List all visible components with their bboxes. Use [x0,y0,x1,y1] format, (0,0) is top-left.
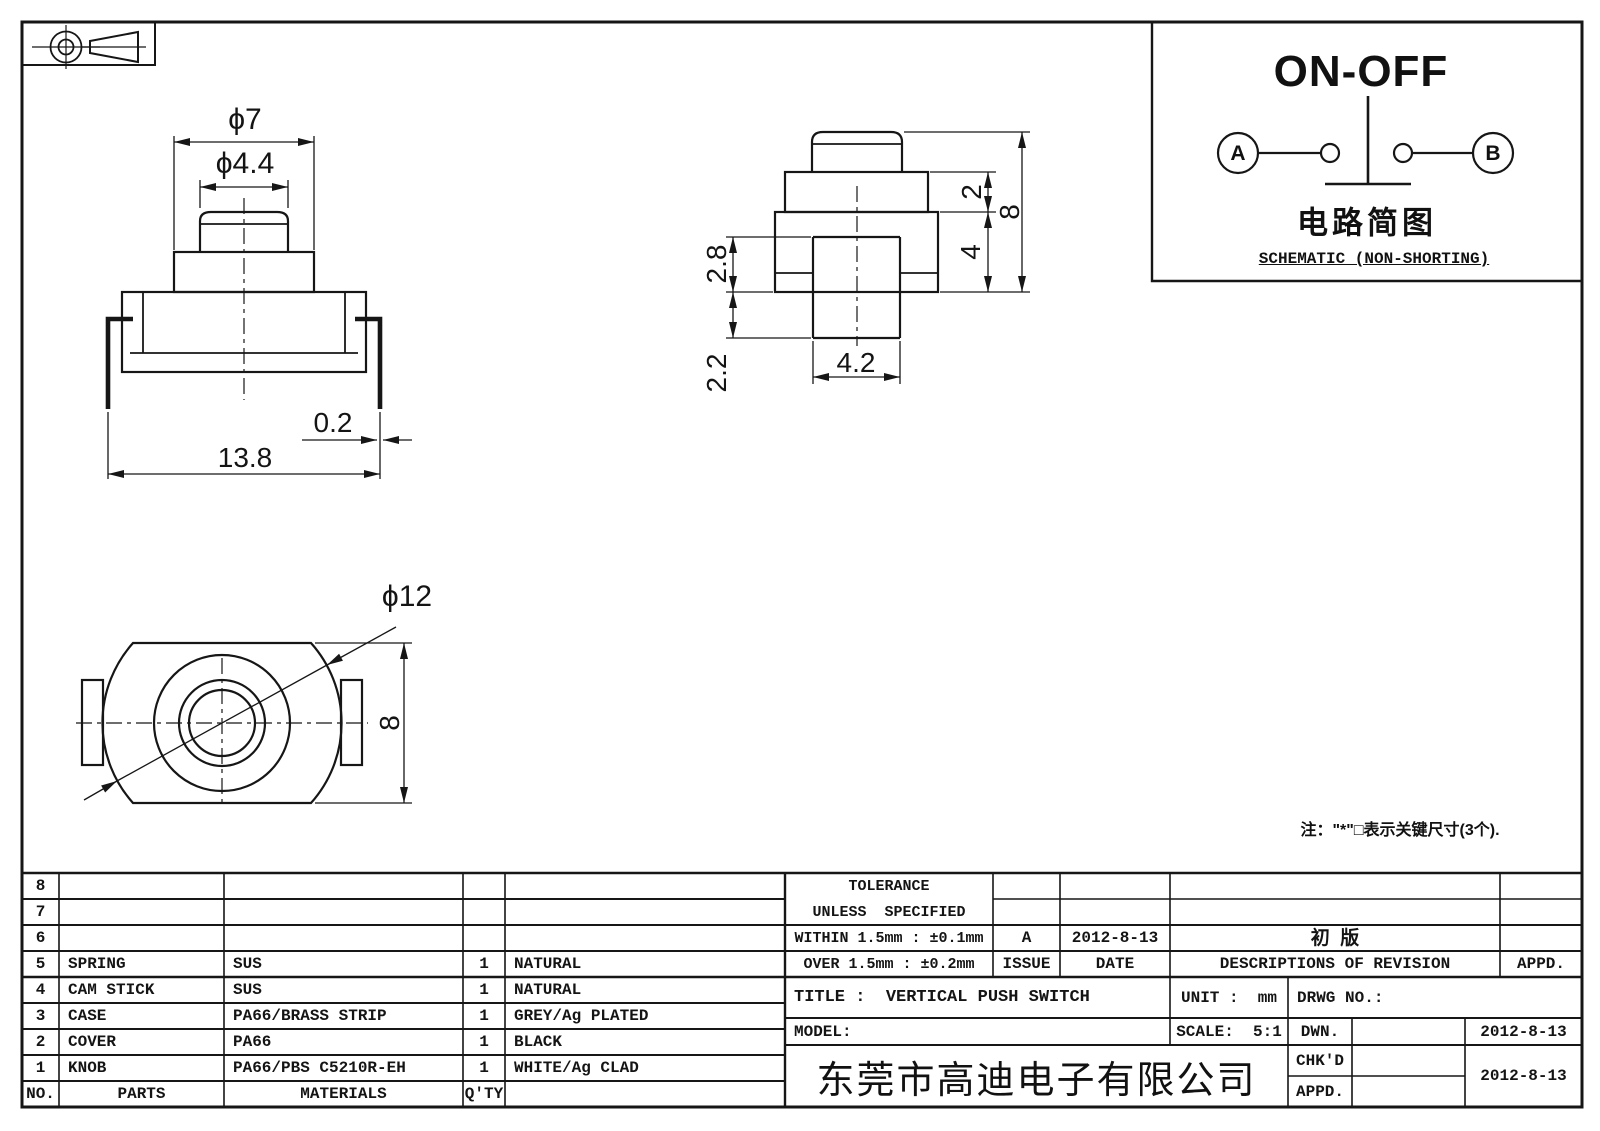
table-row-part [59,925,224,951]
appd-label: APPD. [1295,1082,1344,1101]
dim-front-138: 13.8 [217,442,273,473]
dim-front-dia44: ϕ4.4 [215,147,275,180]
unit-field: UNIT : mm [1180,988,1277,1007]
table-header-qty: Q'TY [464,1085,504,1103]
chkd-date: 2012-8-13 [1480,1067,1567,1085]
table-row-finish: NATURAL [514,955,582,973]
schematic-title: ON-OFF [1273,47,1449,96]
dim-top-8: 8 [374,715,405,731]
table-row-finish: WHITE/Ag CLAD [514,1059,639,1077]
schematic-caption-en: SCHEMATIC (NON-SHORTING) [1258,250,1490,268]
key-dimension-note: 注："*"□表示关键尺寸(3个). [1300,822,1500,839]
table-row-qty: 1 [479,1059,489,1077]
terminal-b-label: B [1485,142,1501,165]
table-row-material: SUS [233,955,262,973]
table-row-qty [463,925,505,951]
contact-left-circle [1319,142,1341,164]
dim-side-2: 2 [956,184,987,200]
projection-symbol-icon [22,22,156,69]
table-row-part [59,873,224,899]
table-row-finish [505,873,785,899]
revision-desc-value: 初 版 [1310,927,1360,949]
revision-issue-value: A [1021,929,1032,947]
table-row-qty: 1 [479,1007,489,1025]
table-row-no: 7 [35,903,46,921]
chkd-label: CHK'D [1295,1051,1344,1070]
table-row-finish [505,899,785,925]
table-row-finish [505,925,785,951]
dim-top-dia12: ϕ12 [381,580,433,613]
dim-side-4: 4 [955,244,986,260]
table-row-no: 1 [35,1059,46,1077]
table-row-part [59,899,224,925]
contact-right-circle [1392,142,1414,164]
table-row-material [224,873,463,899]
dim-side-8: 8 [994,204,1025,220]
table-row-material: PA66/PBS C5210R-EH [233,1059,406,1077]
table-row-finish: NATURAL [514,981,582,999]
table-header-no: NO. [26,1085,55,1103]
schematic-caption-cn: 电路简图 [1297,205,1437,241]
company-name: 东莞市高迪电子有限公司 [816,1059,1257,1102]
revision-desc-label: DESCRIPTIONS OF REVISION [1219,955,1451,973]
table-row-material: PA66/BRASS STRIP [233,1007,387,1025]
table-row-qty [463,899,505,925]
table-row-qty [463,873,505,899]
dim-side-28: 2.8 [701,244,732,284]
table-row-no: 5 [35,955,46,973]
table-header-parts: PARTS [117,1085,166,1103]
table-row-part: SPRING [68,955,126,973]
table-row-finish: BLACK [514,1033,563,1051]
pin-left [105,316,133,409]
dwn-label: DWN. [1300,1022,1340,1041]
dim-side-42: 4.2 [836,347,876,378]
table-row-part: KNOB [68,1059,107,1077]
revision-date-label: DATE [1095,955,1135,973]
title-field: TITLE : VERTICAL PUSH SWITCH [794,988,1090,1007]
table-row-no: 4 [35,981,46,999]
drwg-no-field: DRWG NO.: [1297,988,1384,1007]
tolerance-line2: UNLESS SPECIFIED [812,903,966,921]
schematic-box [1150,22,1582,283]
table-row-part: CASE [68,1007,107,1025]
revision-issue-label: ISSUE [1002,955,1051,973]
dim-side-22: 2.2 [701,353,732,393]
sheet-border [20,20,1584,1109]
table-row-no: 3 [35,1007,46,1025]
table-row-no: 2 [35,1033,46,1051]
table-row-material [224,925,463,951]
tolerance-within: WITHIN 1.5mm : ±0.1mm [794,929,984,947]
front-dims [107,136,412,479]
centerlines [76,186,858,806]
table-row-material [224,899,463,925]
table-row-material: PA66 [233,1033,272,1051]
table-header-materials: MATERIALS [300,1085,387,1103]
dim-front-02: 0.2 [313,407,353,438]
side-dims [726,131,1030,384]
dim-front-dia7: ϕ7 [228,103,262,136]
tolerance-line1: TOLERANCE [848,877,930,895]
table-row-no: 8 [35,877,46,895]
tolerance-over: OVER 1.5mm : ±0.2mm [803,955,975,973]
table-grid [22,871,1582,1107]
model-field: MODEL: [794,1022,852,1041]
table-row-part: CAM STICK [68,981,155,999]
table-row-qty: 1 [479,955,489,973]
table-row-part: COVER [68,1033,117,1051]
dwn-date: 2012-8-13 [1480,1022,1567,1041]
table-row-qty: 1 [479,1033,489,1051]
table-row-qty: 1 [479,981,489,999]
table-row-finish: GREY/Ag PLATED [514,1007,649,1025]
terminal-a-label: A [1230,142,1246,165]
scale-field: SCALE: 5:1 [1176,1022,1282,1041]
knob-cap-side [810,130,904,172]
table-row-material: SUS [233,981,262,999]
pin-right [355,316,383,409]
body-outline [101,641,343,805]
revision-date-value: 2012-8-13 [1071,929,1159,947]
revision-appd-label: APPD. [1516,955,1565,973]
table-row-no: 6 [35,929,46,947]
